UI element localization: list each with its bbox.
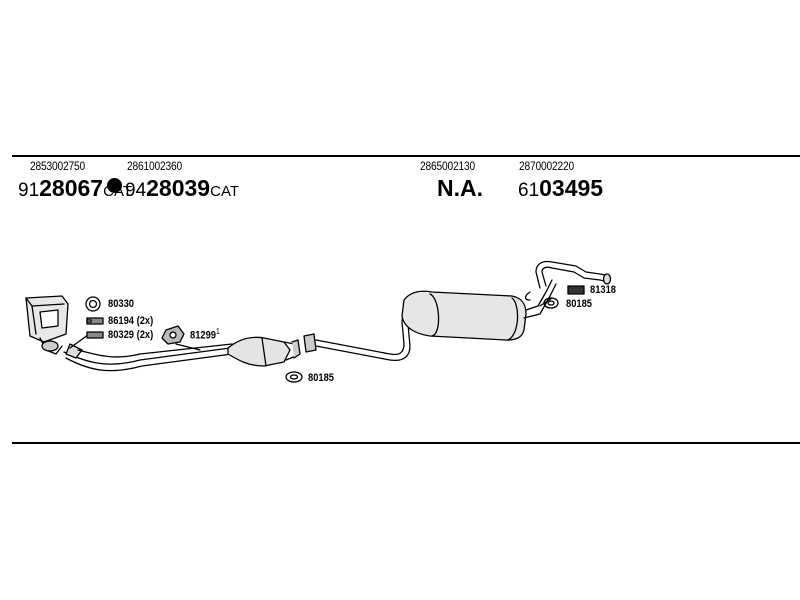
nut-80329-icon[interactable] xyxy=(86,331,104,339)
manifold-catalyst[interactable] xyxy=(25,295,69,355)
part-number-4-main: 03495 xyxy=(539,175,604,201)
part-number-2-prefix: 94 xyxy=(125,180,147,201)
oe-number-1: 2853002750 xyxy=(30,159,86,173)
rubber-hanger-81318-icon[interactable] xyxy=(567,285,585,295)
part-number-3-main: N.A. xyxy=(437,175,483,201)
gasket-80185-rear-icon[interactable] xyxy=(543,297,559,309)
top-divider xyxy=(12,155,800,157)
clamp-81299-icon[interactable] xyxy=(161,325,185,345)
callout-80185-front: 80185 xyxy=(308,372,335,384)
catalytic-converter[interactable] xyxy=(227,336,301,367)
callout-80330: 80330 xyxy=(108,298,135,310)
gasket-80185-front-icon[interactable] xyxy=(285,371,303,383)
callout-81299-number: 81299 xyxy=(190,329,217,342)
callout-80185-rear: 80185 xyxy=(566,298,593,310)
part-number-1-prefix: 91 xyxy=(18,180,40,201)
callout-81318: 81318 xyxy=(590,284,617,296)
oe-number-3: 2865002130 xyxy=(420,159,476,173)
tailpipe[interactable] xyxy=(535,260,612,289)
rear-silencer[interactable] xyxy=(401,279,557,341)
oe-number-4: 2870002220 xyxy=(519,159,575,173)
bottom-divider xyxy=(12,442,800,444)
bullet-dot-icon xyxy=(107,178,122,193)
part-number-1-main: 28067 xyxy=(39,175,104,201)
callout-80329: 80329 (2x) xyxy=(108,329,154,341)
callout-81299-footnote: 1 xyxy=(216,327,220,336)
callout-81299: 812991 xyxy=(190,327,220,342)
gasket-80330-icon[interactable] xyxy=(85,296,101,312)
part-number-4[interactable]: 6103495 xyxy=(518,175,603,202)
part-number-2[interactable]: 9428039CAT xyxy=(125,175,239,202)
middle-pipe[interactable] xyxy=(303,313,417,362)
part-number-3[interactable]: N.A. xyxy=(437,175,483,202)
part-number-4-prefix: 61 xyxy=(518,180,540,201)
part-number-2-main: 28039 xyxy=(146,175,211,201)
oe-number-2: 2861002360 xyxy=(127,159,183,173)
bolt-86194-icon[interactable] xyxy=(86,317,104,325)
part-number-2-suffix: CAT xyxy=(210,183,239,200)
callout-86194: 86194 (2x) xyxy=(108,315,154,327)
front-pipe[interactable] xyxy=(63,343,233,372)
